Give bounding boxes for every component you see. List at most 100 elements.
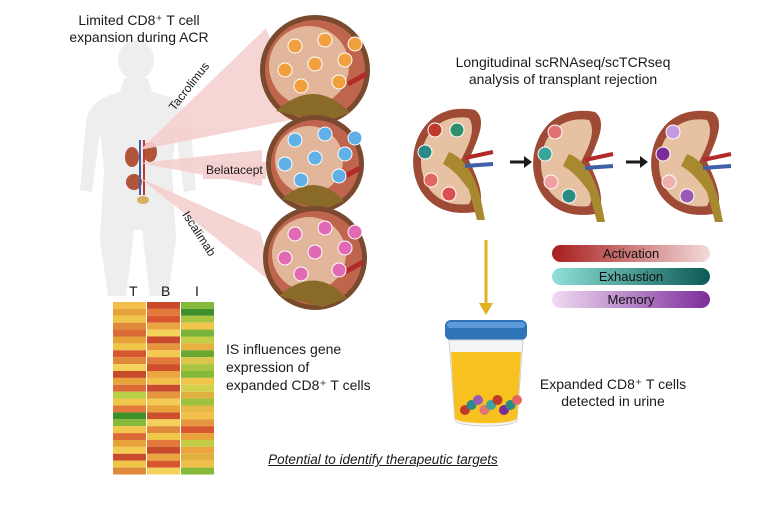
heatmap-cell xyxy=(113,377,146,385)
heatmap-cell xyxy=(113,412,146,420)
progression-arrows xyxy=(510,156,648,168)
t-cell-cluster xyxy=(665,124,681,140)
legend-exhaustion-label: Exhaustion xyxy=(598,269,664,284)
t-cell-cluster xyxy=(547,124,563,140)
heatmap-cell xyxy=(181,329,214,337)
t-cell-cluster xyxy=(293,78,309,94)
heatmap-cell xyxy=(181,322,214,330)
urine-caption: Expanded CD8⁺ T cells detected in urine xyxy=(528,376,698,410)
t-cell-cluster xyxy=(287,226,303,242)
belatacept-kidney-section xyxy=(266,115,364,213)
t-cell-cluster xyxy=(417,144,433,160)
heatmap-cell xyxy=(147,412,180,420)
t-cell-cluster xyxy=(423,172,439,188)
left-title-line-1: Limited CD8⁺ T cell xyxy=(78,12,200,28)
legend-exhaustion: Exhaustion xyxy=(552,268,710,285)
t-cell-cluster xyxy=(655,146,671,162)
heatmap-cell xyxy=(147,384,180,392)
heatmap-cell xyxy=(113,398,146,406)
timepoint-kidney-2 xyxy=(533,110,614,222)
t-cell-cluster xyxy=(293,266,309,282)
t-cell-cluster xyxy=(287,132,303,148)
heatmap-cell xyxy=(113,446,146,454)
heatmap-cell xyxy=(181,391,214,399)
heatmap-caption-line-3: expanded CD8⁺ T cells xyxy=(226,377,371,393)
t-cell-cluster xyxy=(331,168,347,184)
heatmap-header-t: T xyxy=(129,283,138,299)
legend-activation-label: Activation xyxy=(602,246,660,261)
heatmap-cell xyxy=(147,398,180,406)
heatmap-cell xyxy=(147,405,180,413)
heatmap-cell xyxy=(113,357,146,365)
heatmap-cell xyxy=(181,371,214,378)
urine-cell xyxy=(492,395,503,405)
t-cell-cluster xyxy=(679,188,695,204)
urine-cell xyxy=(473,395,483,405)
t-cell-cluster xyxy=(277,250,293,266)
urine-caption-line-2: detected in urine xyxy=(561,393,665,409)
heatmap-cell xyxy=(181,377,214,385)
footer-note: Potential to identify therapeutic target… xyxy=(268,452,498,467)
heatmap-cell xyxy=(113,350,146,358)
t-cell-cluster xyxy=(347,224,363,240)
t-cell-cluster xyxy=(337,146,353,162)
heatmap-cell xyxy=(181,364,214,371)
heatmap-cell xyxy=(181,405,214,413)
heatmap-cell xyxy=(181,302,214,309)
heatmap-cell xyxy=(113,460,146,468)
heatmap-cell xyxy=(147,419,180,427)
heatmap-cell xyxy=(113,391,146,399)
heatmap-cell xyxy=(181,308,214,316)
heatmap-cell xyxy=(113,329,146,337)
heatmap-cell xyxy=(181,433,214,440)
heatmap-cell xyxy=(181,343,214,351)
heatmap-caption-line-1: IS influences gene xyxy=(226,341,342,357)
heatmap-cell xyxy=(147,433,180,440)
heatmap-cell xyxy=(181,350,214,358)
heatmap-cell xyxy=(147,343,180,351)
t-cell-cluster xyxy=(317,32,333,48)
left-title-line-2: expansion during ACR xyxy=(69,29,209,45)
heatmap-cell xyxy=(147,302,180,309)
heatmap-cell xyxy=(181,440,214,447)
heatmap-cell xyxy=(147,426,180,434)
timepoint-kidney-3 xyxy=(651,110,732,222)
heatmap-cell xyxy=(181,398,214,406)
heatmap-cell xyxy=(181,412,214,420)
t-cell-cluster xyxy=(347,130,363,146)
t-cell-cluster xyxy=(427,122,443,138)
t-cell-cluster xyxy=(347,36,363,52)
heatmap-header-i: I xyxy=(195,283,199,299)
legend-activation: Activation xyxy=(552,245,710,262)
heatmap-cell xyxy=(113,433,146,440)
heatmap-cell xyxy=(181,336,214,344)
t-cell-cluster xyxy=(277,156,293,172)
heatmap-header-b: B xyxy=(161,283,171,299)
t-cell-cluster xyxy=(317,126,333,142)
heatmap-cell xyxy=(113,364,146,371)
t-cell-cluster xyxy=(307,244,323,260)
heatmap-cell xyxy=(147,336,180,344)
heatmap-cell xyxy=(147,350,180,358)
heatmap-caption-line-2: expression of xyxy=(226,359,310,375)
heatmap-cell xyxy=(147,308,180,316)
heatmap-cell xyxy=(147,440,180,447)
t-cell-cluster xyxy=(441,186,457,202)
t-cell-cluster xyxy=(561,188,577,204)
heatmap-cell xyxy=(181,453,214,461)
heatmap-cell xyxy=(113,440,146,447)
heatmap-cell xyxy=(181,384,214,392)
heatmap-cell xyxy=(181,315,214,323)
heatmap-cell xyxy=(147,460,180,468)
heatmap-cell xyxy=(147,467,180,475)
t-cell-cluster xyxy=(661,174,677,190)
right-title-line-1: Longitudinal scRNAseq/scTCRseq xyxy=(455,54,671,70)
heatmap-cell xyxy=(147,391,180,399)
heatmap-cell xyxy=(147,329,180,337)
heatmap-cell xyxy=(113,453,146,461)
heatmap-cell xyxy=(181,357,214,365)
legend-memory-label: Memory xyxy=(607,292,655,307)
t-cell-cluster xyxy=(277,62,293,78)
tacrolimus-kidney-section xyxy=(260,15,370,125)
